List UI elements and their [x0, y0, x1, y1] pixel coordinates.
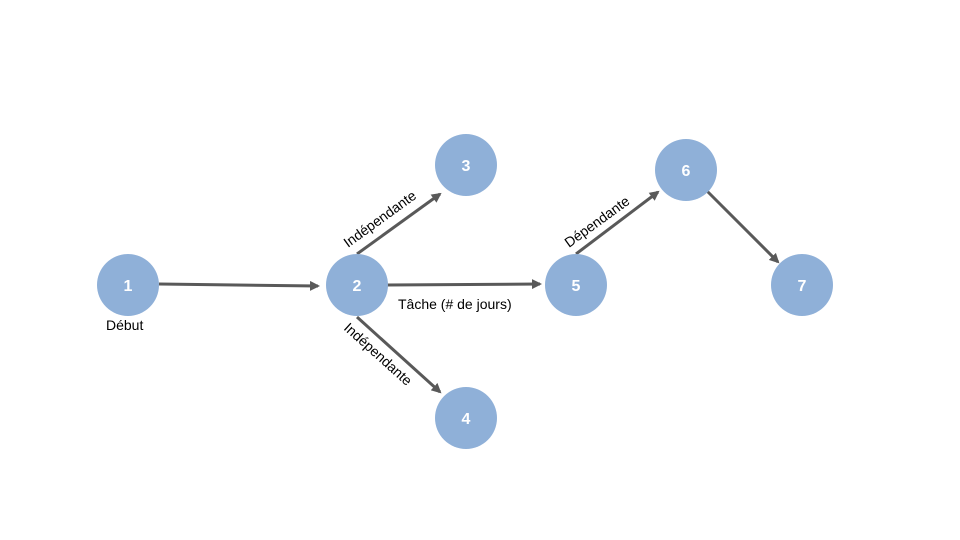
edge-6-7: [705, 189, 780, 264]
edge-label-5-6: Dépendante: [561, 193, 632, 251]
edge-2-5: [386, 279, 542, 290]
node-2: 2: [326, 254, 388, 316]
node-3-label: 3: [462, 158, 471, 175]
edge-label-2-5: Tâche (# de jours): [398, 296, 512, 312]
node-7: 7: [771, 254, 833, 316]
node-7-label: 7: [798, 278, 807, 295]
edge-5-6: [575, 190, 660, 256]
edge-2-3: [356, 192, 442, 256]
node-3: 3: [435, 134, 497, 196]
node-5-label: 5: [572, 278, 581, 295]
node-6-label: 6: [682, 163, 691, 180]
edge-label-2-4: Indépendante: [341, 319, 416, 388]
node-2-label: 2: [353, 278, 362, 295]
start-label: Début: [106, 317, 143, 333]
node-4: 4: [435, 387, 497, 449]
node-4-label: 4: [462, 411, 471, 428]
node-6: 6: [655, 139, 717, 201]
node-5: 5: [545, 254, 607, 316]
edge-2-4: [355, 315, 442, 394]
node-1-label: 1: [124, 278, 133, 295]
node-1: 1: [97, 254, 159, 316]
edge-1-2: [158, 280, 320, 291]
